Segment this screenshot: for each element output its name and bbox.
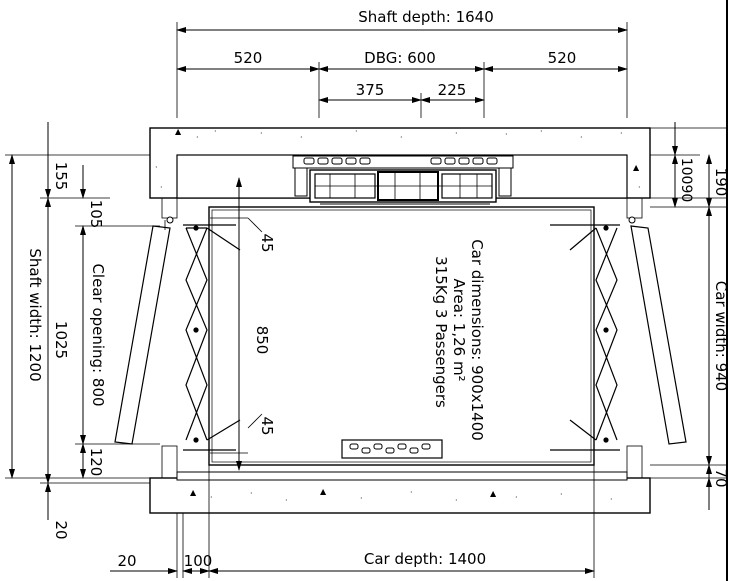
d20-left-label: 20: [52, 520, 70, 539]
d45-bottom-label: 45: [258, 416, 276, 435]
d375-label: 375: [356, 81, 385, 99]
svg-text:▲: ▲: [175, 127, 182, 136]
svg-text:·: ·: [214, 127, 217, 136]
svg-text:·: ·: [300, 133, 303, 142]
d190-label: 190: [712, 168, 730, 197]
car-control-panel: [341, 439, 443, 459]
shaft-depth-label: Shaft depth: 1640: [358, 8, 494, 26]
svg-text:·: ·: [196, 133, 199, 142]
top-dimensions: Shaft depth: 1640 520 DBG: 600 520 375 2…: [176, 8, 628, 118]
svg-text:·: ·: [285, 496, 288, 505]
d1025-label: 1025: [52, 321, 70, 359]
svg-text:·: ·: [160, 183, 163, 192]
left-wall-bottom-stub: [161, 445, 178, 479]
svg-text:·: ·: [620, 129, 623, 138]
svg-text:·: ·: [400, 133, 403, 142]
svg-text:▲: ▲: [490, 489, 497, 498]
svg-text:·: ·: [410, 488, 413, 497]
right-dimensions: 10090 190 Car width: 940 70: [650, 122, 730, 510]
d20-bottom-label: 20: [117, 552, 136, 570]
svg-text:·: ·: [455, 496, 458, 505]
d70-label: 70: [712, 468, 730, 487]
d45-top-label: 45: [258, 233, 276, 252]
svg-text:·: ·: [360, 494, 363, 503]
car-inner-dimensions: 45 850 45: [210, 177, 276, 471]
svg-text:·: ·: [505, 130, 508, 139]
car-dimensions-text: Car dimensions: 900x1400: [468, 239, 486, 441]
svg-text:·: ·: [355, 127, 358, 136]
svg-text:▲: ▲: [320, 487, 327, 496]
svg-text:·: ·: [250, 489, 253, 498]
left-520-label: 520: [234, 49, 263, 67]
d105-label: 105: [87, 200, 105, 229]
right-car-guide: [550, 224, 620, 451]
d120-label: 120: [87, 448, 105, 477]
svg-text:▲: ▲: [190, 488, 197, 497]
svg-text:·: ·: [580, 133, 583, 142]
left-wall-top-stub: [161, 197, 178, 219]
svg-text:·: ·: [560, 490, 563, 499]
right-landing-door: [628, 216, 687, 445]
svg-text:·: ·: [638, 183, 641, 192]
right-520-label: 520: [548, 49, 577, 67]
svg-text:·: ·: [210, 493, 213, 502]
d155-label: 155: [52, 162, 70, 191]
shaft-width-label: Shaft width: 1200: [26, 248, 44, 381]
right-wall-top-stub: [626, 197, 643, 219]
left-car-guide: [183, 224, 241, 451]
svg-text:·: ·: [260, 129, 263, 138]
bottom-wall: ▲ · · · ▲ · · · ▲ · · ·: [149, 471, 651, 514]
d100-label: 100: [184, 552, 213, 570]
d225-label: 225: [438, 81, 467, 99]
clear-opening-label: Clear opening: 800: [89, 263, 107, 406]
svg-text:▲: ▲: [633, 163, 640, 172]
car-width-label: Car width: 940: [712, 281, 730, 391]
car-area-text: Area: 1,26 m²: [450, 278, 468, 381]
left-dimensions: Shaft width: 1200 155 1025 20 105 Clear …: [5, 122, 160, 540]
machine-unit: [292, 155, 514, 205]
bottom-dimensions: 20 100 Car depth: 1400: [110, 465, 595, 578]
svg-text:·: ·: [515, 493, 518, 502]
car-capacity-text: 315Kg 3 Passengers: [432, 256, 450, 408]
svg-text:·: ·: [155, 163, 158, 172]
right-wall-bottom-stub: [626, 445, 643, 479]
svg-text:·: ·: [610, 495, 613, 504]
svg-text:·: ·: [540, 127, 543, 136]
left-landing-door: [114, 216, 174, 445]
d10090-label: 10090: [678, 158, 694, 203]
car-depth-label: Car depth: 1400: [364, 550, 486, 568]
d850-label: 850: [253, 326, 271, 355]
dbg-label: DBG: 600: [364, 49, 436, 67]
elevator-car: [208, 206, 595, 466]
car-info-text: Car dimensions: 900x1400 Area: 1,26 m² 3…: [432, 239, 486, 441]
svg-text:·: ·: [455, 129, 458, 138]
